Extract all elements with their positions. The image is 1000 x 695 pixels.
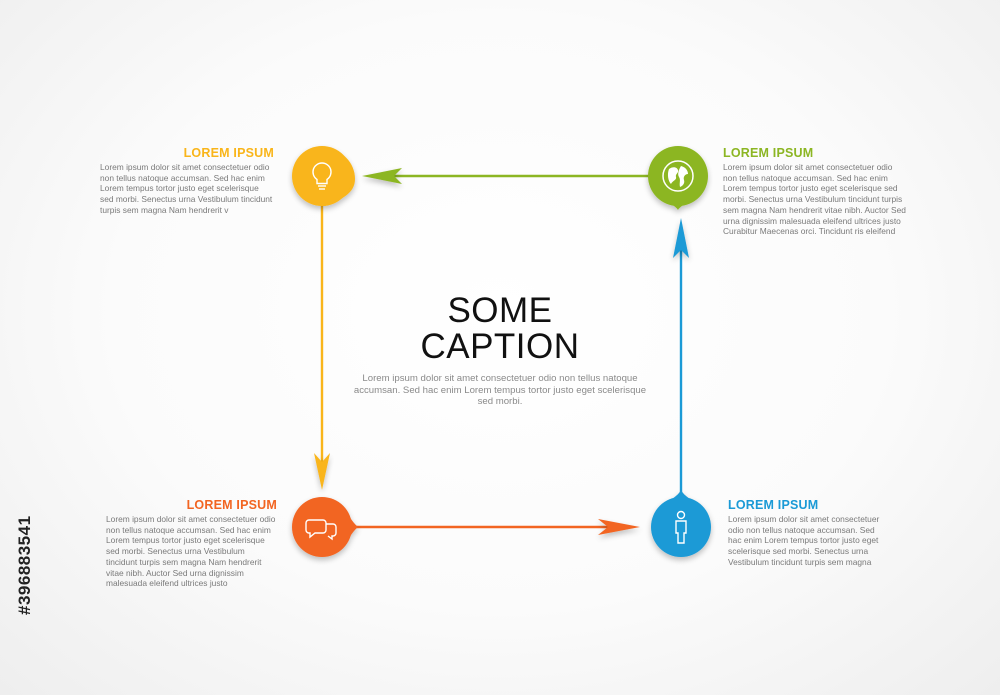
speech-bubbles-icon — [305, 519, 337, 541]
step-text: Lorem ipsum dolor sit amet consectetuer … — [100, 162, 273, 215]
step-blue: LOREM IPSUM Lorem ipsum dolor sit amet c… — [728, 498, 890, 568]
lightbulb-icon — [312, 162, 332, 190]
step-yellow: LOREM IPSUM Lorem ipsum dolor sit amet c… — [100, 146, 274, 216]
caption-title-line2: CAPTION — [420, 327, 580, 366]
node-orange — [292, 497, 358, 557]
node-yellow — [292, 146, 355, 206]
node-blue — [651, 490, 711, 557]
step-orange: LOREM IPSUM Lorem ipsum dolor sit amet c… — [106, 498, 277, 589]
step-green: LOREM IPSUM Lorem ipsum dolor sit amet c… — [723, 146, 908, 237]
arrow-orange-icon — [598, 519, 640, 535]
step-text: Lorem ipsum dolor sit amet consectetuer … — [106, 514, 276, 589]
step-text: Lorem ipsum dolor sit amet consectetuer … — [728, 514, 880, 567]
caption-title-line1: SOME — [447, 291, 553, 330]
arrow-blue-icon — [673, 218, 689, 258]
step-title: LOREM IPSUM — [723, 146, 814, 160]
arrow-green-icon — [362, 168, 402, 184]
arrow-yellow-icon — [314, 453, 330, 490]
center-caption: SOME CAPTION Lorem ipsum dolor sit amet … — [350, 293, 650, 408]
step-title: LOREM IPSUM — [728, 498, 819, 512]
step-title: LOREM IPSUM — [186, 498, 277, 512]
person-icon — [675, 510, 687, 544]
side-id: #396883541 — [15, 515, 34, 615]
step-text: Lorem ipsum dolor sit amet consectetuer … — [723, 162, 906, 237]
step-title: LOREM IPSUM — [183, 146, 274, 160]
caption-body: Lorem ipsum dolor sit amet consectetuer … — [353, 373, 647, 407]
node-green — [648, 146, 708, 210]
globe-icon — [662, 160, 694, 192]
